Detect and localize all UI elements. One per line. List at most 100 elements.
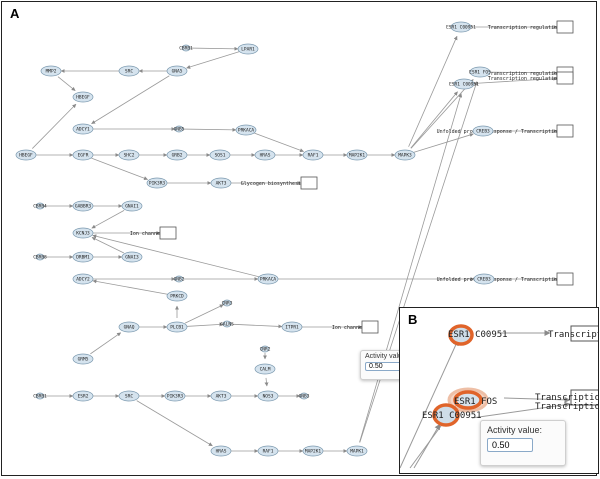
node-egfr-shape[interactable] bbox=[72, 149, 94, 161]
node-esr1_mid[interactable]: ESR1 C00951 bbox=[449, 78, 479, 90]
node-lpar1-shape[interactable] bbox=[237, 43, 259, 55]
node-prkcd-shape[interactable] bbox=[166, 290, 188, 302]
zoom-node-highlight[interactable] bbox=[453, 390, 483, 410]
node-hras2[interactable]: HRAS bbox=[210, 445, 232, 457]
node-map2k2-shape[interactable] bbox=[302, 445, 324, 457]
node-mapk1-shape[interactable] bbox=[346, 445, 368, 457]
node-cnr3[interactable]: CNR3 bbox=[222, 299, 233, 307]
node-sos1[interactable]: SOS1 bbox=[209, 149, 231, 161]
node-hbegf1-shape[interactable] bbox=[72, 91, 94, 103]
node-akt3-shape[interactable] bbox=[210, 177, 232, 189]
node-kcnj3[interactable]: KCNJ3 bbox=[72, 227, 94, 239]
node-hras1[interactable]: HRAS bbox=[254, 149, 276, 161]
node-akt3b[interactable]: AKT3 bbox=[210, 390, 232, 402]
node-prkaca1-shape[interactable] bbox=[235, 124, 257, 136]
node-gna5-shape[interactable] bbox=[166, 65, 188, 77]
node-akt3[interactable]: AKT3 bbox=[210, 177, 232, 189]
node-esr1_top[interactable]: ESR1 C00951 bbox=[446, 21, 476, 33]
node-creb3b-shape[interactable] bbox=[473, 273, 495, 285]
node-hras2-shape[interactable] bbox=[210, 445, 232, 457]
node-calm[interactable]: CALM bbox=[254, 363, 276, 375]
node-adcy2[interactable]: ADCY2 bbox=[72, 273, 94, 285]
node-hbegf1[interactable]: HBEGF bbox=[72, 91, 94, 103]
node-gnai1-shape[interactable] bbox=[121, 200, 143, 212]
node-raf2[interactable]: RAF1 bbox=[257, 445, 279, 457]
node-prkaca1[interactable]: PRKACA bbox=[235, 124, 257, 136]
node-map2k2[interactable]: MAP2K1 bbox=[302, 445, 324, 457]
node-creb3[interactable]: CREB3 bbox=[472, 125, 494, 137]
node-map2k1-shape[interactable] bbox=[346, 149, 368, 161]
node-esr1_fos-shape[interactable] bbox=[469, 66, 491, 78]
node-lpar1[interactable]: LPAR1 bbox=[237, 43, 259, 55]
node-cnr1b[interactable]: CBRB1 bbox=[33, 392, 47, 400]
node-gnai3[interactable]: GNAI3 bbox=[121, 251, 143, 263]
zoom-node-highlight[interactable] bbox=[448, 324, 474, 346]
node-cbrb1[interactable]: CBRB1 bbox=[179, 44, 193, 52]
node-drbm1[interactable]: DRBM1 bbox=[72, 251, 94, 263]
node-gnaq-shape[interactable] bbox=[118, 321, 140, 333]
node-akt3b-shape[interactable] bbox=[210, 390, 232, 402]
node-raf2-shape[interactable] bbox=[257, 445, 279, 457]
node-grb2-shape[interactable] bbox=[166, 149, 188, 161]
node-shc2-shape[interactable] bbox=[118, 149, 140, 161]
node-grm5-shape[interactable] bbox=[72, 353, 94, 365]
node-prkcd[interactable]: PRKCD bbox=[166, 290, 188, 302]
node-adcy1[interactable]: ADCY1 bbox=[72, 123, 94, 135]
node-gnb3[interactable]: GNB3 bbox=[299, 392, 310, 400]
activity-input-b[interactable]: 0.50 bbox=[487, 438, 533, 452]
node-mapk3-shape[interactable] bbox=[394, 149, 416, 161]
node-pik3r3[interactable]: PIK3R3 bbox=[146, 177, 168, 189]
node-esr1_fos[interactable]: ESR1 FOS bbox=[469, 66, 491, 78]
node-prkaca2[interactable]: PRKACA bbox=[257, 273, 279, 285]
node-esr1_top-shape[interactable] bbox=[450, 21, 472, 33]
node-cnr1b-shape[interactable] bbox=[35, 392, 45, 400]
node-cnr3-shape[interactable] bbox=[222, 299, 232, 307]
node-src1-shape[interactable] bbox=[118, 65, 140, 77]
node-grm5[interactable]: GRM5 bbox=[72, 353, 94, 365]
node-gnaq[interactable]: GNAQ bbox=[118, 321, 140, 333]
node-raf1[interactable]: RAF1 bbox=[302, 149, 324, 161]
node-gnai3-shape[interactable] bbox=[121, 251, 143, 263]
node-gnb2[interactable]: GNB2 bbox=[174, 275, 185, 283]
node-pik3r3-shape[interactable] bbox=[146, 177, 168, 189]
node-esr2[interactable]: ESR2 bbox=[72, 390, 94, 402]
node-gna5[interactable]: GNA5 bbox=[166, 65, 188, 77]
node-cbrb4-shape[interactable] bbox=[35, 202, 45, 210]
node-hras1-shape[interactable] bbox=[254, 149, 276, 161]
node-gnai1[interactable]: GNAI1 bbox=[121, 200, 143, 212]
node-mmp2[interactable]: MMP2 bbox=[40, 65, 62, 77]
node-pik3r2[interactable]: PIK3R3 bbox=[164, 390, 186, 402]
node-egfr[interactable]: EGFR bbox=[72, 149, 94, 161]
node-creb3b[interactable]: CREB3 bbox=[473, 273, 495, 285]
node-calm-shape[interactable] bbox=[254, 363, 276, 375]
node-raf1-shape[interactable] bbox=[302, 149, 324, 161]
node-mapk3[interactable]: MAPK3 bbox=[394, 149, 416, 161]
activity-popup-b[interactable]: Activity value: 0.50 bbox=[480, 420, 566, 466]
node-plcb1[interactable]: PLCB1 bbox=[166, 321, 188, 333]
node-gabbr3[interactable]: GABBR3 bbox=[72, 200, 94, 212]
node-grb2[interactable]: GRB2 bbox=[166, 149, 188, 161]
node-adcy1-shape[interactable] bbox=[72, 123, 94, 135]
node-gaba-shape[interactable] bbox=[222, 320, 232, 328]
node-src2-shape[interactable] bbox=[118, 390, 140, 402]
node-itpr1-shape[interactable] bbox=[281, 321, 303, 333]
node-drbm1-shape[interactable] bbox=[72, 251, 94, 263]
node-esr1_mid-shape[interactable] bbox=[453, 78, 475, 90]
node-gnb5[interactable]: GNB5 bbox=[174, 125, 185, 133]
node-creb3-shape[interactable] bbox=[472, 125, 494, 137]
node-mmp2-shape[interactable] bbox=[40, 65, 62, 77]
node-map2k1[interactable]: MAP2K1 bbox=[346, 149, 368, 161]
node-gnb5-shape[interactable] bbox=[174, 125, 184, 133]
node-cbrb8[interactable]: CBRB8 bbox=[33, 253, 47, 261]
node-prkaca2-shape[interactable] bbox=[257, 273, 279, 285]
node-adcy2-shape[interactable] bbox=[72, 273, 94, 285]
node-cbrb1-shape[interactable] bbox=[181, 44, 191, 52]
node-hbegf2-shape[interactable] bbox=[15, 149, 37, 161]
node-gnb2-shape[interactable] bbox=[174, 275, 184, 283]
node-cnr2[interactable]: CNR2 bbox=[260, 345, 271, 353]
node-itpr1[interactable]: ITPR1 bbox=[281, 321, 303, 333]
node-cnr2-shape[interactable] bbox=[260, 345, 270, 353]
node-src1[interactable]: SRC bbox=[118, 65, 140, 77]
node-mapk1[interactable]: MAPK1 bbox=[346, 445, 368, 457]
zoom-node-highlight[interactable] bbox=[432, 403, 460, 427]
